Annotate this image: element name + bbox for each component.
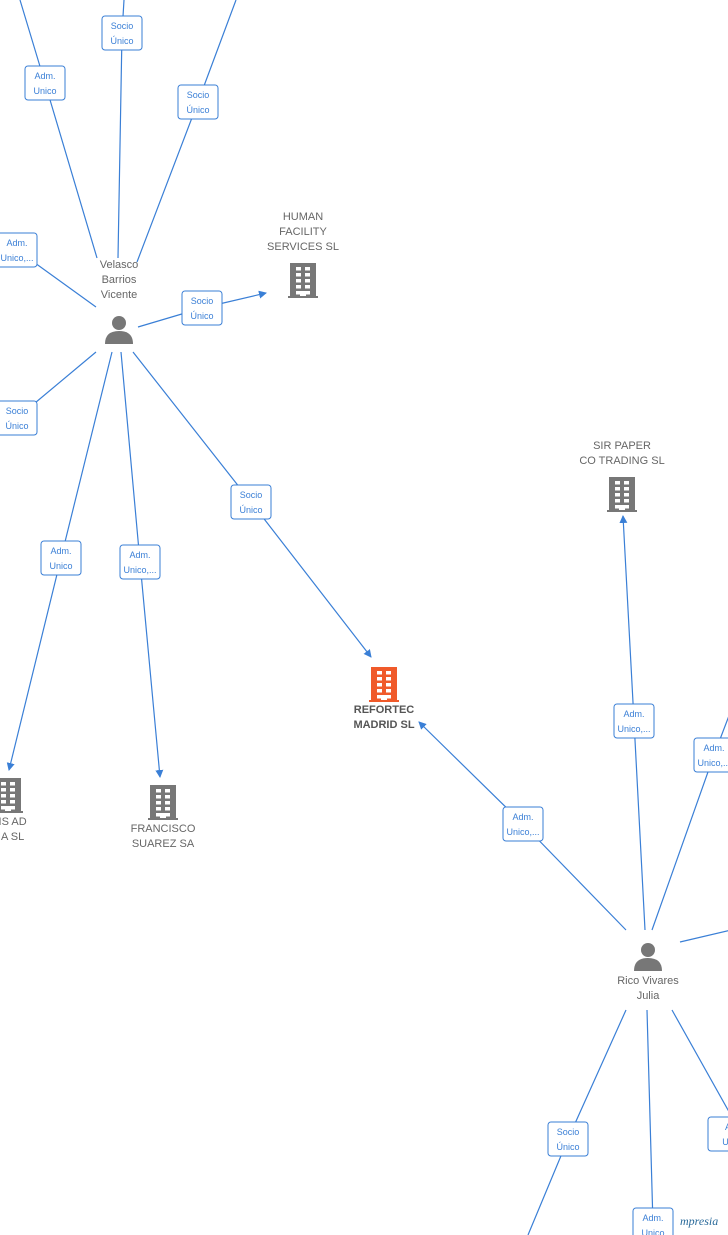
brand-watermark: mpresia <box>680 1214 719 1228</box>
edge-label-text: Único <box>190 311 213 321</box>
edge-rico-to-right3 <box>671 1009 728 1112</box>
edge-label-text: Socio <box>557 1127 580 1137</box>
edge-label-text: Adm. <box>34 71 55 81</box>
building-icon <box>0 778 23 813</box>
node-label-mis: MA SL <box>0 831 24 843</box>
edge-label-text: A <box>725 1122 728 1132</box>
edge-label-text: Adm. <box>512 812 533 822</box>
node-label-francisco: FRANCISCO <box>131 823 196 835</box>
person-icon <box>105 316 133 344</box>
edge-rico-to-bottom2 <box>646 1009 655 1235</box>
node-sirpaper[interactable]: SIR PAPER CO TRADING SL <box>579 440 665 512</box>
edge-label-text: Unico,... <box>123 565 156 575</box>
edge-velasco-to-top1 <box>19 0 98 259</box>
edge-label-text: Adm. <box>6 238 27 248</box>
edge-label-text: Socio <box>240 490 263 500</box>
person-icon <box>634 943 662 971</box>
edge-label-text: Adm. <box>129 550 150 560</box>
node-label-human: FACILITY <box>279 226 327 238</box>
node-label-francisco: SUAREZ SA <box>132 838 195 850</box>
node-francisco[interactable]: FRANCISCO SUAREZ SA <box>131 785 196 850</box>
building-icon <box>369 667 399 702</box>
edge-label-text: Adm. <box>642 1213 663 1223</box>
edge-rico-to-right2 <box>679 930 728 943</box>
edge-label-e12[interactable]: Adm. Unico,... <box>502 806 544 842</box>
node-label-refortec: REFORTEC <box>354 704 415 716</box>
node-label-rico: Rico Vivares <box>617 975 679 987</box>
edge-label-text: Unico,... <box>0 253 33 263</box>
edge-label-e11[interactable]: Adm. Unico,... <box>693 737 728 773</box>
node-human[interactable]: HUMAN FACILITY SERVICES SL <box>267 211 339 298</box>
node-label-human: HUMAN <box>283 211 323 223</box>
node-label-velasco: Barrios <box>102 274 137 286</box>
node-mis[interactable]: MIS AD MA SL <box>0 778 27 843</box>
node-label-velasco: Velasco <box>100 259 139 271</box>
edge-label-text: Único <box>5 421 28 431</box>
edge-label-text: Único <box>186 105 209 115</box>
edge-label-e15[interactable]: A Un <box>707 1116 728 1152</box>
building-icon <box>148 785 178 820</box>
edge-label-e10[interactable]: Adm. Unico,... <box>613 703 655 739</box>
edge-label-e8[interactable]: Adm. Unico <box>40 540 82 576</box>
node-label-refortec: MADRID SL <box>353 719 414 731</box>
node-label-rico: Julia <box>637 990 661 1002</box>
building-icon <box>288 263 318 298</box>
edge-label-text: Adm. <box>50 546 71 556</box>
edge-label-text: Socio <box>191 296 214 306</box>
edge-label-text: Unico <box>49 561 72 571</box>
edge-label-text: Único <box>110 36 133 46</box>
node-label-sirpaper: CO TRADING SL <box>579 455 664 467</box>
node-refortec[interactable]: REFORTEC MADRID SL <box>353 667 415 731</box>
node-label-sirpaper: SIR PAPER <box>593 440 651 452</box>
edge-label-e1[interactable]: Adm. Unico <box>24 65 66 101</box>
edge-label-e14[interactable]: Adm. Unico <box>632 1207 674 1235</box>
edge-label-text: Socio <box>6 406 29 416</box>
node-label-human: SERVICES SL <box>267 241 339 253</box>
edge-label-text: Unico,... <box>697 758 728 768</box>
edge-label-text: Unico,... <box>506 827 539 837</box>
edge-label-text: Único <box>239 505 262 515</box>
edge-label-text: Unico <box>33 86 56 96</box>
edge-label-text: Un <box>722 1137 728 1147</box>
edge-label-text: Adm. <box>703 743 724 753</box>
edge-label-text: Unico,... <box>617 724 650 734</box>
edge-label-text: Socio <box>111 21 134 31</box>
edge-label-text: Adm. <box>623 709 644 719</box>
edge-velasco-to-top3 <box>136 0 237 263</box>
building-icon <box>607 477 637 512</box>
edge-label-e4[interactable]: Adm. Unico,... <box>0 232 38 268</box>
node-label-velasco: Vicente <box>101 289 138 301</box>
edge-rico-to-right1 <box>651 716 728 931</box>
edge-label-text: Unico <box>641 1228 664 1235</box>
edge-label-text: Socio <box>187 90 210 100</box>
node-label-mis: MIS AD <box>0 816 27 828</box>
edge-label-text: Único <box>556 1142 579 1152</box>
edge-label-e9[interactable]: Adm. Unico,... <box>119 544 161 580</box>
